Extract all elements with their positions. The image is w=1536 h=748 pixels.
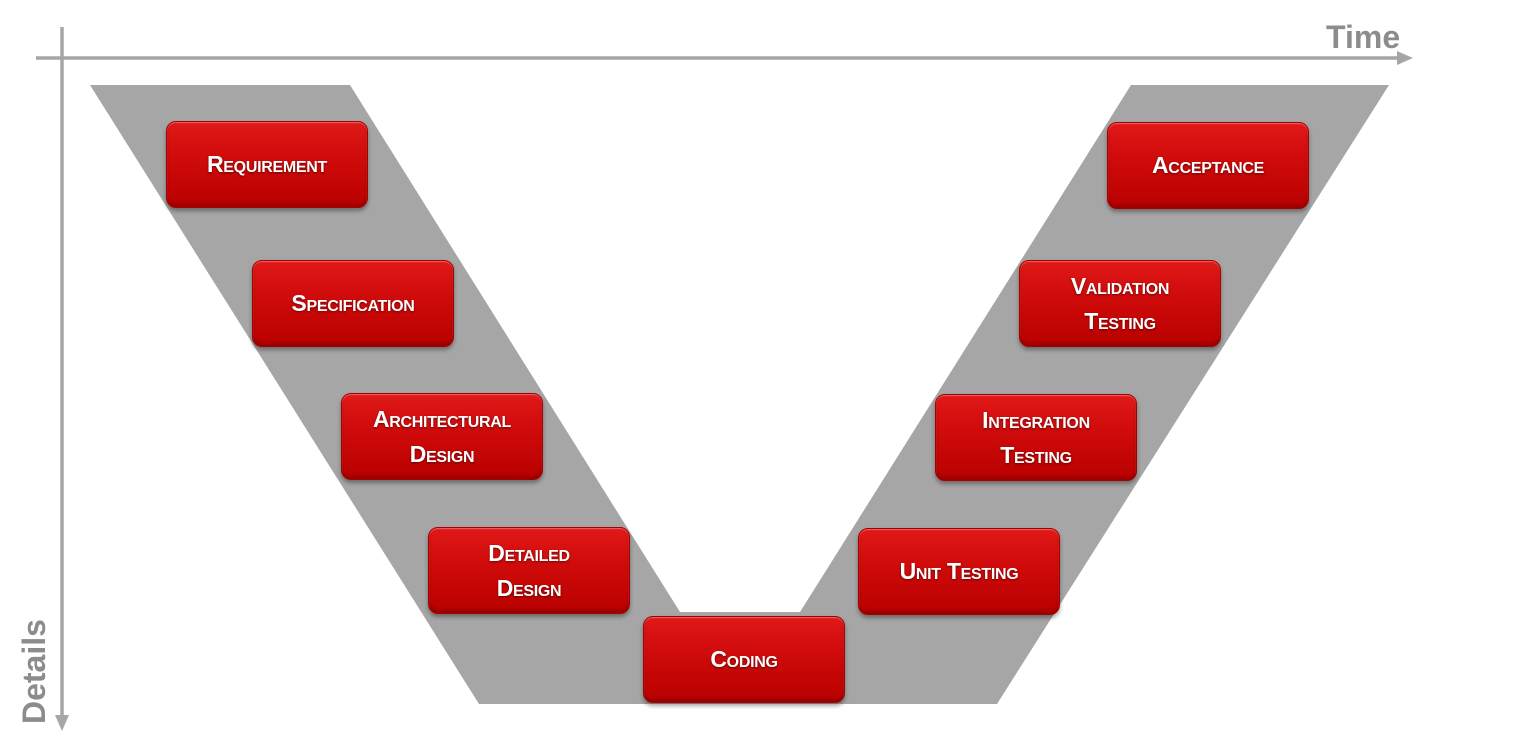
stage-label: Acceptance [1152, 152, 1264, 178]
stage-label: Design [409, 440, 475, 467]
stage-architectural-design: Architectural Design [341, 393, 543, 480]
stage-label: Testing [1000, 441, 1072, 468]
stage-detailed-design: Detailed Design [428, 527, 630, 614]
stage-label: Integration [982, 406, 1090, 433]
v-shaped-band [90, 85, 1389, 704]
stage-specification: Specification [252, 260, 454, 347]
details-axis-arrowhead [55, 715, 69, 731]
stage-integration-testing: Integration Testing [935, 394, 1137, 481]
stage-validation-testing: Validation Testing [1019, 260, 1221, 347]
details-axis-label: Details [16, 619, 52, 724]
stage-acceptance: Acceptance [1107, 122, 1309, 209]
stage-coding: Coding [643, 616, 845, 703]
stage-label: Coding [710, 646, 778, 672]
stage-label: Requirement [207, 151, 327, 177]
stage-label: Specification [291, 290, 415, 316]
stage-label: Validation [1070, 272, 1170, 299]
stage-unit-testing: Unit Testing [858, 528, 1060, 615]
stage-label: Detailed [488, 539, 570, 566]
stage-requirement: Requirement [166, 121, 368, 208]
stage-label: Testing [1084, 307, 1156, 334]
time-axis-label: Time [1326, 19, 1401, 55]
stage-label: Unit Testing [899, 558, 1019, 584]
time-axis-arrowhead [1397, 51, 1413, 65]
stage-label: Design [496, 574, 562, 601]
stage-label: Architectural [372, 405, 512, 432]
